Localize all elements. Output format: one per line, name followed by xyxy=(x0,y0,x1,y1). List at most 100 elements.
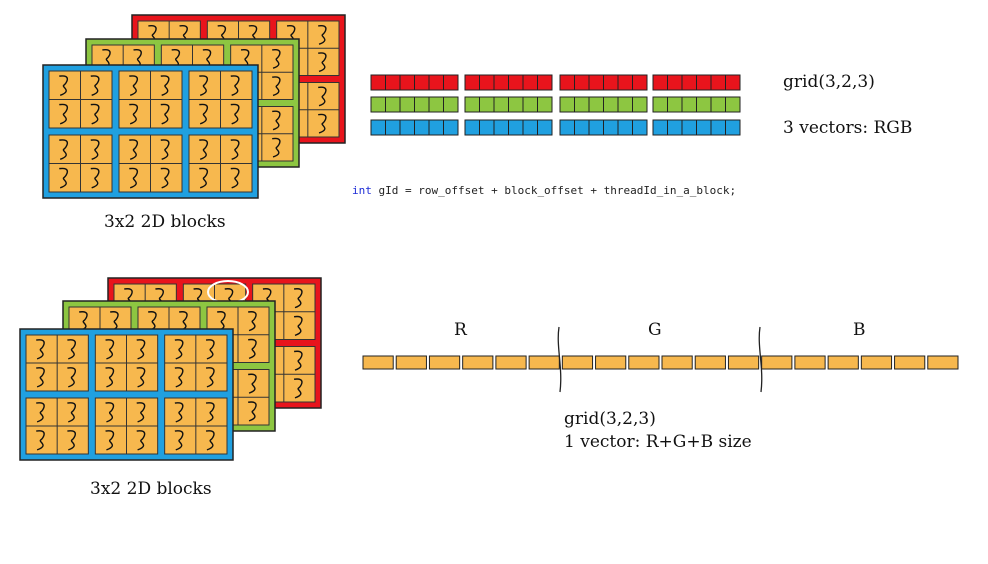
vector-cell xyxy=(667,74,683,91)
thread-squiggle-icon xyxy=(230,75,240,96)
thread-block xyxy=(94,397,159,455)
thread-squiggle-icon xyxy=(59,103,69,125)
vector-green xyxy=(370,96,741,113)
vector-combined xyxy=(362,355,959,370)
thread-block xyxy=(25,334,89,392)
vector-cell xyxy=(617,96,633,113)
bottom-vector-label: 1 vector: R+G+B size xyxy=(564,432,752,452)
thread-squiggle-icon xyxy=(67,430,77,451)
thread-squiggle-icon xyxy=(205,339,215,360)
thread-squiggle-icon xyxy=(105,402,115,423)
thread-squiggle-icon xyxy=(59,167,69,189)
top-grid-label: grid(3,2,3) xyxy=(783,72,875,92)
vector-blue xyxy=(370,119,741,136)
thread-squiggle-icon xyxy=(67,367,77,388)
thread-squiggle-icon xyxy=(174,367,184,388)
thread-squiggle-icon xyxy=(136,339,146,360)
vector-cell xyxy=(559,96,575,113)
thread-squiggle-icon xyxy=(174,339,184,360)
thread-squiggle-icon xyxy=(90,75,100,96)
thread-squiggle-icon xyxy=(105,339,115,360)
vector-cell xyxy=(588,74,604,91)
vector-cell xyxy=(588,96,604,113)
vector-cell xyxy=(522,96,538,113)
vector-cell xyxy=(464,96,480,113)
segment-separator xyxy=(758,326,763,393)
vector-cell xyxy=(479,96,495,113)
thread-block xyxy=(118,134,183,193)
vector-cell xyxy=(661,355,693,370)
code-keyword: int xyxy=(352,184,372,197)
thread-squiggle-icon xyxy=(199,103,209,125)
vector-cell xyxy=(681,119,697,136)
thread-squiggle-icon xyxy=(293,288,303,309)
vector-cell xyxy=(827,355,859,370)
vector-cell xyxy=(428,355,461,370)
vector-cell xyxy=(652,96,668,113)
thread-block xyxy=(48,134,113,193)
vector-cell xyxy=(559,119,575,136)
vector-cell xyxy=(385,119,401,136)
vector-cell xyxy=(399,119,415,136)
vector-cell xyxy=(479,74,495,91)
thread-block xyxy=(188,70,253,129)
vector-cell xyxy=(522,74,538,91)
vector-cell xyxy=(696,74,712,91)
vector-cell xyxy=(385,74,401,91)
vector-cell xyxy=(603,74,619,91)
vector-cell xyxy=(464,119,480,136)
vector-cell xyxy=(667,96,683,113)
thread-squiggle-icon xyxy=(129,139,139,160)
vector-cell xyxy=(617,119,633,136)
thread-block xyxy=(48,70,113,129)
thread-block xyxy=(94,334,159,392)
vector-cell xyxy=(894,355,926,370)
vector-cell xyxy=(493,74,509,91)
vector-cell xyxy=(860,355,893,370)
vector-cell xyxy=(632,119,648,136)
vector-cell xyxy=(794,355,826,370)
thread-squiggle-icon xyxy=(79,311,88,332)
vector-cell xyxy=(414,119,430,136)
vector-cell xyxy=(632,74,648,91)
thread-squiggle-icon xyxy=(205,367,215,388)
thread-squiggle-icon xyxy=(179,311,188,332)
vector-cell xyxy=(710,74,726,91)
vector-cell xyxy=(725,119,741,136)
vector-cell xyxy=(522,119,538,136)
vector-cell xyxy=(710,119,726,136)
vector-red xyxy=(370,74,741,91)
thread-squiggle-icon xyxy=(59,139,69,160)
vector-cell xyxy=(399,96,415,113)
vector-cell xyxy=(603,96,619,113)
segment-separator xyxy=(557,326,562,393)
thread-squiggle-icon xyxy=(272,76,281,97)
thread-squiggle-icon xyxy=(67,339,77,360)
vector-cell xyxy=(632,96,648,113)
vector-cell xyxy=(370,96,386,113)
thread-squiggle-icon xyxy=(160,103,170,125)
vector-cell xyxy=(652,119,668,136)
vector-cell xyxy=(681,96,697,113)
vector-cell xyxy=(628,355,660,370)
thread-squiggle-icon xyxy=(293,315,303,337)
vector-cell xyxy=(462,355,494,370)
vector-cell xyxy=(370,119,386,136)
vector-cell xyxy=(508,119,524,136)
thread-squiggle-icon xyxy=(105,430,115,451)
thread-block xyxy=(188,134,253,193)
thread-squiggle-icon xyxy=(199,139,209,160)
thread-squiggle-icon xyxy=(318,86,327,107)
vector-cell xyxy=(479,119,495,136)
vector-cell xyxy=(443,119,459,136)
vector-cell xyxy=(603,119,619,136)
thread-squiggle-icon xyxy=(293,378,303,399)
thread-squiggle-icon xyxy=(148,311,157,332)
thread-squiggle-icon xyxy=(248,311,257,332)
thread-squiggle-icon xyxy=(248,401,257,422)
top-vectors-label: 3 vectors: RGB xyxy=(783,118,913,138)
thread-squiggle-icon xyxy=(129,75,139,96)
vector-cell xyxy=(927,355,959,370)
thread-squiggle-icon xyxy=(59,75,69,96)
